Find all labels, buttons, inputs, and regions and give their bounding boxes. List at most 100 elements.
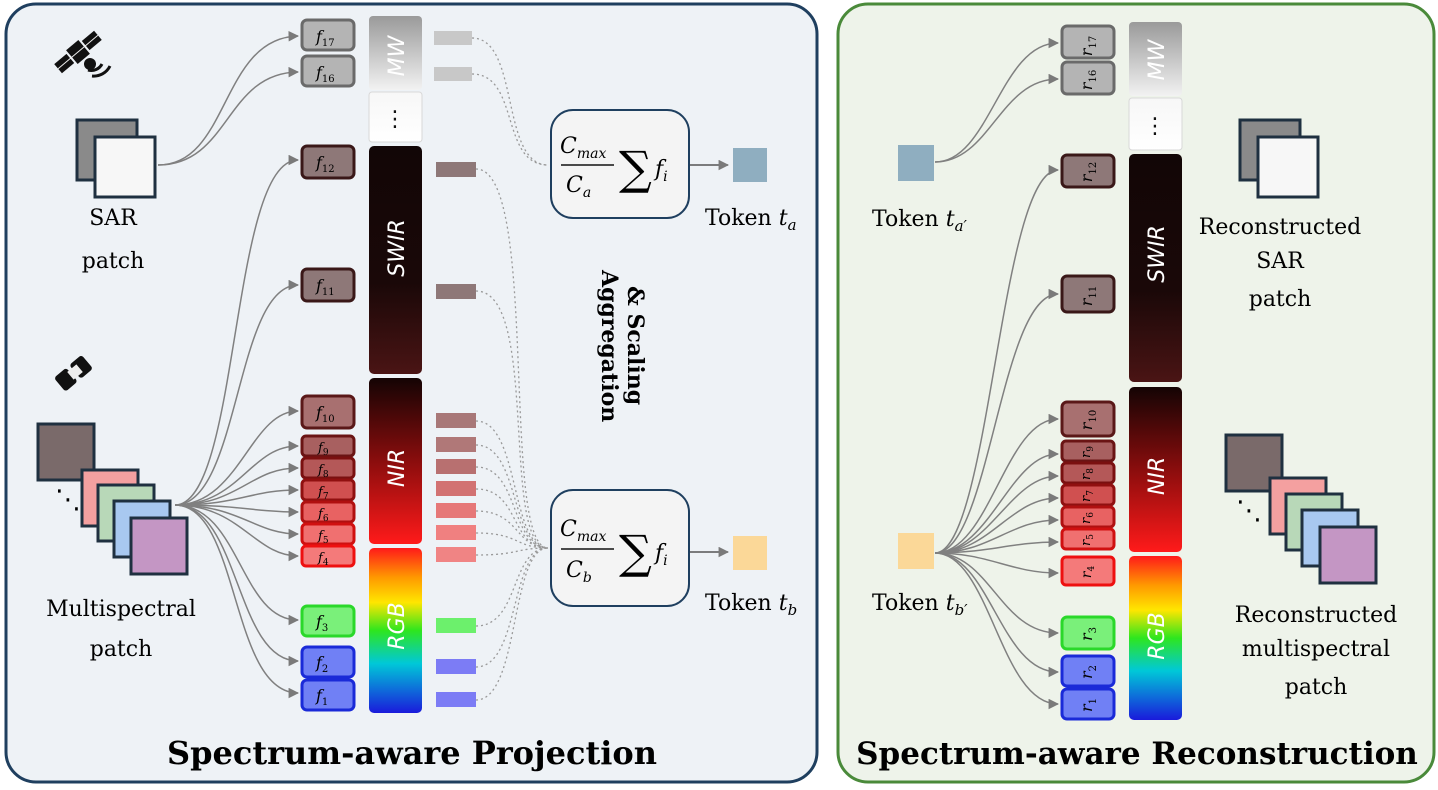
svg-text:f11: f11 — [315, 276, 335, 298]
feature-f8: f8 — [300, 456, 356, 480]
token-a-label: Token ta — [705, 206, 797, 234]
feature-f10: f10 — [300, 394, 356, 430]
recon-r5: r5 — [1060, 527, 1116, 551]
feature-f9: f9 — [300, 434, 356, 458]
recon-r11: r11 — [1060, 274, 1116, 314]
svg-text:f5: f5 — [317, 529, 329, 546]
svg-text:r7: r7 — [1079, 490, 1096, 502]
token-b-square — [733, 536, 767, 570]
right-connectors — [934, 37, 1060, 710]
recon-r4: r4 — [1060, 555, 1116, 587]
svg-text:Aggregation: Aggregation — [596, 269, 622, 422]
svg-text:r5: r5 — [1079, 534, 1096, 546]
band-swir-label-right: SWIR — [1145, 225, 1170, 283]
band-nir-label: NIR — [385, 449, 410, 487]
sar-satellite-icon — [54, 30, 102, 74]
token-b-prime-square — [898, 533, 934, 569]
band-dots-label-right: ⋮ — [1144, 114, 1166, 139]
svg-text:f12: f12 — [315, 153, 335, 175]
token-b-prime-label: Token tb′ — [872, 591, 968, 619]
svg-text:∑: ∑ — [619, 525, 652, 579]
svg-text:r16: r16 — [1077, 70, 1099, 90]
feature-f6: f6 — [300, 500, 356, 524]
recon-sar-label-3: patch — [1249, 287, 1312, 312]
svg-text:f4: f4 — [317, 551, 329, 568]
svg-text:f16: f16 — [315, 63, 335, 85]
band-rgb-label: RGB — [385, 602, 410, 649]
recon-r16: r16 — [1060, 60, 1116, 96]
spectrum-labels-right: MW ⋮ SWIR NIR RGB — [1144, 38, 1170, 659]
recon-ms-label-3: patch — [1285, 675, 1348, 700]
band-dots-label: ⋮ — [384, 107, 406, 132]
token-a-prime-square — [898, 145, 934, 181]
token-b-label: Token tb — [705, 591, 797, 619]
feature-f11: f11 — [300, 267, 356, 303]
recon-r17: r17 — [1060, 24, 1116, 60]
svg-text:r6: r6 — [1079, 512, 1096, 524]
recon-r6: r6 — [1060, 505, 1116, 529]
feature-f3: f3 — [300, 604, 356, 638]
projected-bars — [434, 31, 476, 707]
svg-text:f9: f9 — [317, 441, 329, 458]
projection-title: Spectrum-aware Projection — [167, 734, 657, 772]
ms-patch-label-2: patch — [90, 637, 153, 662]
recon-r3: r3 — [1060, 615, 1116, 651]
svg-text:r2: r2 — [1077, 665, 1099, 679]
band-swir-label: SWIR — [385, 219, 410, 277]
recon-sar-label-2: SAR — [1256, 249, 1305, 274]
recon-r8: r8 — [1060, 461, 1116, 485]
band-nir-label-right: NIR — [1145, 457, 1170, 495]
feature-f4: f4 — [300, 544, 356, 568]
svg-text:f10: f10 — [315, 403, 335, 425]
aggregation-label: Aggregation & Scaling — [596, 269, 648, 422]
svg-text:f8: f8 — [317, 463, 329, 480]
formula-a: Cmax Ca ∑ fi — [550, 109, 690, 219]
recon-r2: r2 — [1060, 654, 1116, 688]
svg-text:f2: f2 — [315, 653, 328, 675]
feature-f1: f1 — [300, 678, 356, 712]
feature-f16: f16 — [300, 54, 356, 88]
ms-dots: ⋱ — [55, 485, 81, 515]
feature-f2: f2 — [300, 645, 356, 679]
feature-f17: f17 — [300, 18, 356, 52]
ms-patch-label-1: Multispectral — [46, 597, 196, 622]
ms-satellite-icon — [55, 356, 92, 391]
ms-patch-stack — [36, 422, 189, 576]
svg-text:r10: r10 — [1077, 410, 1099, 430]
recon-r12: r12 — [1060, 153, 1116, 189]
svg-text:∑: ∑ — [619, 141, 652, 195]
svg-text:f7: f7 — [317, 485, 329, 502]
token-a-square — [733, 148, 767, 182]
svg-text:r11: r11 — [1077, 286, 1099, 306]
feature-f7: f7 — [300, 478, 356, 502]
svg-text:f3: f3 — [315, 612, 328, 634]
sar-signal-icon — [87, 63, 112, 78]
recon-r1: r1 — [1060, 687, 1116, 721]
token-a-prime-label: Token ta′ — [872, 207, 968, 235]
svg-text:Cb: Cb — [566, 558, 592, 586]
recon-ms-label-2: multispectral — [1242, 637, 1390, 662]
svg-text:r9: r9 — [1079, 446, 1096, 458]
reconstruction-title: Spectrum-aware Reconstruction — [856, 736, 1418, 772]
recon-r10: r10 — [1060, 400, 1116, 438]
svg-text:r8: r8 — [1079, 468, 1096, 480]
recon-ms-label-1: Reconstructed — [1235, 603, 1397, 628]
svg-text:f1: f1 — [315, 686, 328, 708]
feature-f5: f5 — [300, 522, 356, 546]
svg-text:& Scaling: & Scaling — [622, 286, 648, 405]
recon-sar-label-1: Reconstructed — [1199, 215, 1361, 240]
band-rgb-label-right: RGB — [1145, 612, 1170, 659]
recon-ms-dots: ⋱ — [1236, 496, 1262, 526]
svg-text:r4: r4 — [1079, 566, 1097, 579]
feature-boxes: f17 f16 f12 f11 f10 f9 f8 f7 f6 f5 f4 f3… — [300, 18, 356, 712]
svg-text:Cmax: Cmax — [560, 517, 606, 545]
svg-text:f17: f17 — [315, 27, 335, 49]
left-connectors — [157, 31, 730, 701]
sar-patch-label-1: SAR — [89, 206, 138, 231]
recon-r9: r9 — [1060, 439, 1116, 463]
band-mw-label: MW — [385, 34, 410, 76]
svg-text:Cmax: Cmax — [560, 134, 606, 162]
sar-patch-stack — [75, 118, 157, 199]
feature-f12: f12 — [300, 144, 356, 180]
spectrum-bar-right — [1128, 22, 1183, 720]
